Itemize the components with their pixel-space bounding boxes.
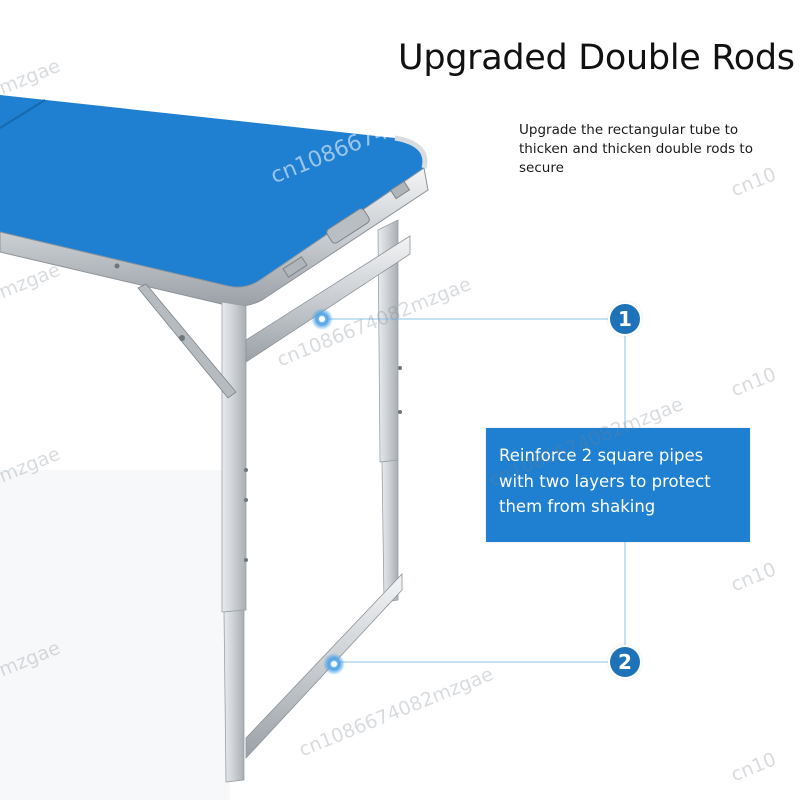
- numbered-circle-icon: 2: [610, 647, 640, 677]
- marker-number-1: 1: [618, 307, 632, 331]
- front-leg-lower: [223, 609, 245, 783]
- callout-text: Reinforce 2 square pipes with two layers…: [499, 446, 711, 516]
- back-leg-lower: [381, 459, 399, 603]
- marker-number-2: 2: [618, 650, 632, 674]
- rim-rivet: [114, 263, 120, 269]
- folding-brace: [137, 283, 237, 399]
- front-leg-upper: [221, 301, 247, 613]
- latch-right: [389, 180, 411, 200]
- subtext: Upgrade the rectangular tube to thicken …: [519, 122, 753, 176]
- latch-left: [282, 256, 308, 278]
- numbered-circle-icon: 1: [610, 304, 640, 334]
- headline: Upgraded Double Rods: [398, 38, 795, 78]
- tabletop-rim-top: [394, 135, 428, 169]
- callout-box: [486, 428, 750, 542]
- floor-shadow: [0, 470, 230, 800]
- table-handle: [326, 208, 370, 244]
- cross-rod-upper: [245, 235, 411, 363]
- tabletop-seam: [0, 99, 46, 129]
- tabletop-surface: [0, 95, 425, 288]
